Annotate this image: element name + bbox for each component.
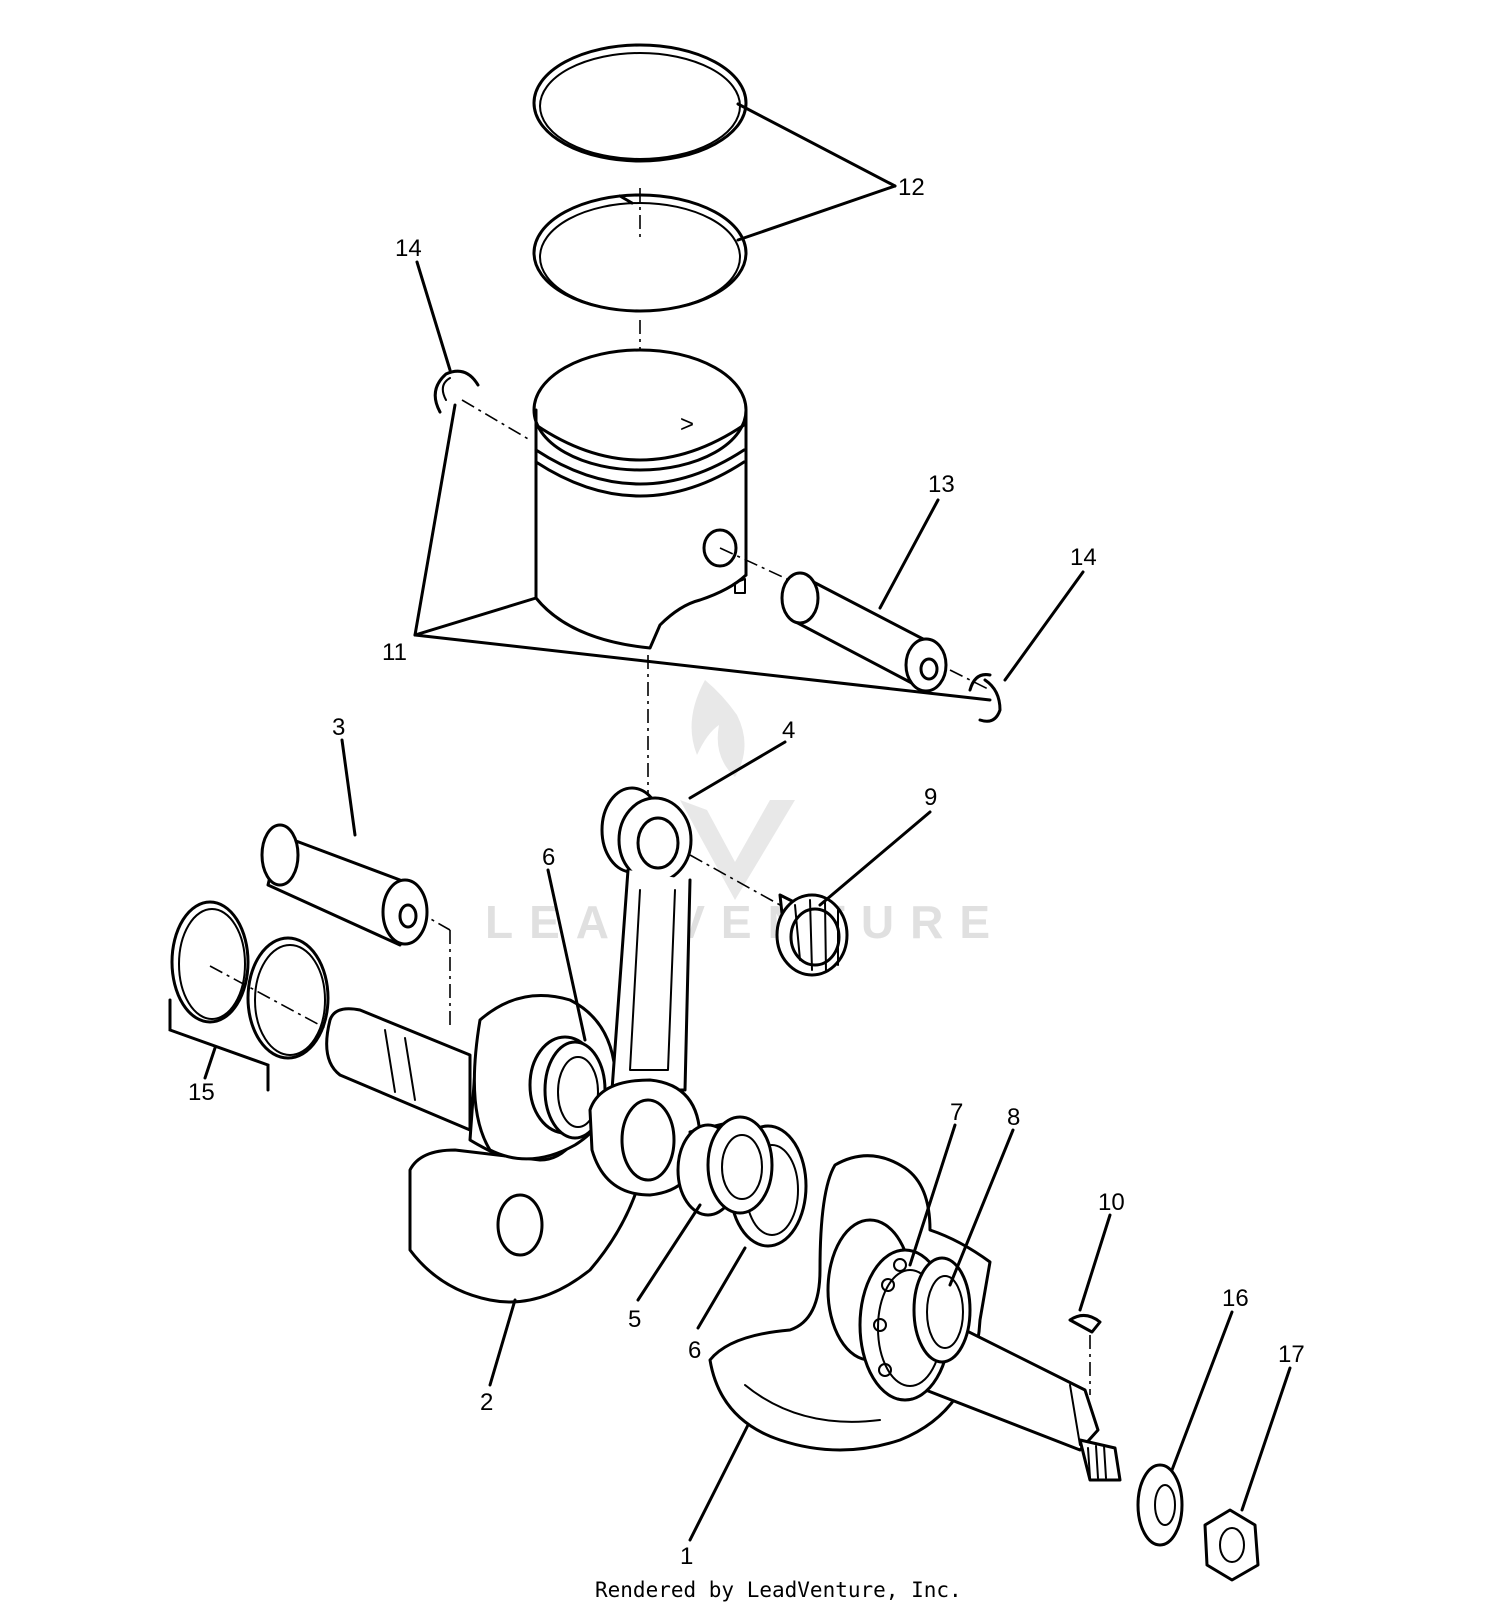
seal-rings xyxy=(170,900,330,1060)
piston-rings xyxy=(532,43,748,313)
oil-seal xyxy=(912,1256,972,1364)
circlip-right xyxy=(968,673,1002,723)
render-credit: Rendered by LeadVenture, Inc. xyxy=(595,1578,962,1602)
callout-17: 17 xyxy=(1278,1341,1305,1368)
callout-6a: 6 xyxy=(542,844,555,871)
callout-14b: 14 xyxy=(1070,544,1097,571)
needle-bearing xyxy=(775,893,849,977)
callout-11: 11 xyxy=(382,639,407,666)
callout-2: 2 xyxy=(480,1389,493,1416)
callout-7: 7 xyxy=(950,1099,963,1126)
connecting-rod xyxy=(588,786,702,1197)
piston: > xyxy=(532,348,748,650)
watermark-text: LEADVENTURE xyxy=(485,896,1006,948)
big-end-bearing xyxy=(676,1115,774,1217)
hex-nut xyxy=(1203,1508,1260,1582)
callout-5: 5 xyxy=(628,1306,641,1333)
leadventure-watermark: LEADVENTURE xyxy=(485,680,1006,948)
callout-6b: 6 xyxy=(688,1337,701,1364)
callout-8: 8 xyxy=(1007,1104,1020,1131)
callout-9: 9 xyxy=(924,784,937,811)
washer xyxy=(1136,1463,1184,1547)
callout-1: 1 xyxy=(680,1543,693,1570)
svg-text:>: > xyxy=(680,411,694,438)
callout-10: 10 xyxy=(1098,1189,1125,1216)
callout-13: 13 xyxy=(928,471,955,498)
piston-pin xyxy=(780,571,948,693)
crank-pin xyxy=(260,823,429,947)
callout-16: 16 xyxy=(1222,1285,1249,1312)
callout-4: 4 xyxy=(782,717,795,744)
callout-15: 15 xyxy=(188,1079,215,1106)
circlip-left xyxy=(433,369,480,414)
callout-3: 3 xyxy=(332,714,345,741)
callout-labels: 1 2 3 4 5 6 6 7 8 9 10 11 12 13 14 14 15… xyxy=(188,174,1305,1570)
woodruff-key xyxy=(1068,1314,1102,1334)
leader-lines xyxy=(168,102,1292,1542)
callout-14a: 14 xyxy=(395,235,422,262)
callout-12: 12 xyxy=(898,174,925,201)
